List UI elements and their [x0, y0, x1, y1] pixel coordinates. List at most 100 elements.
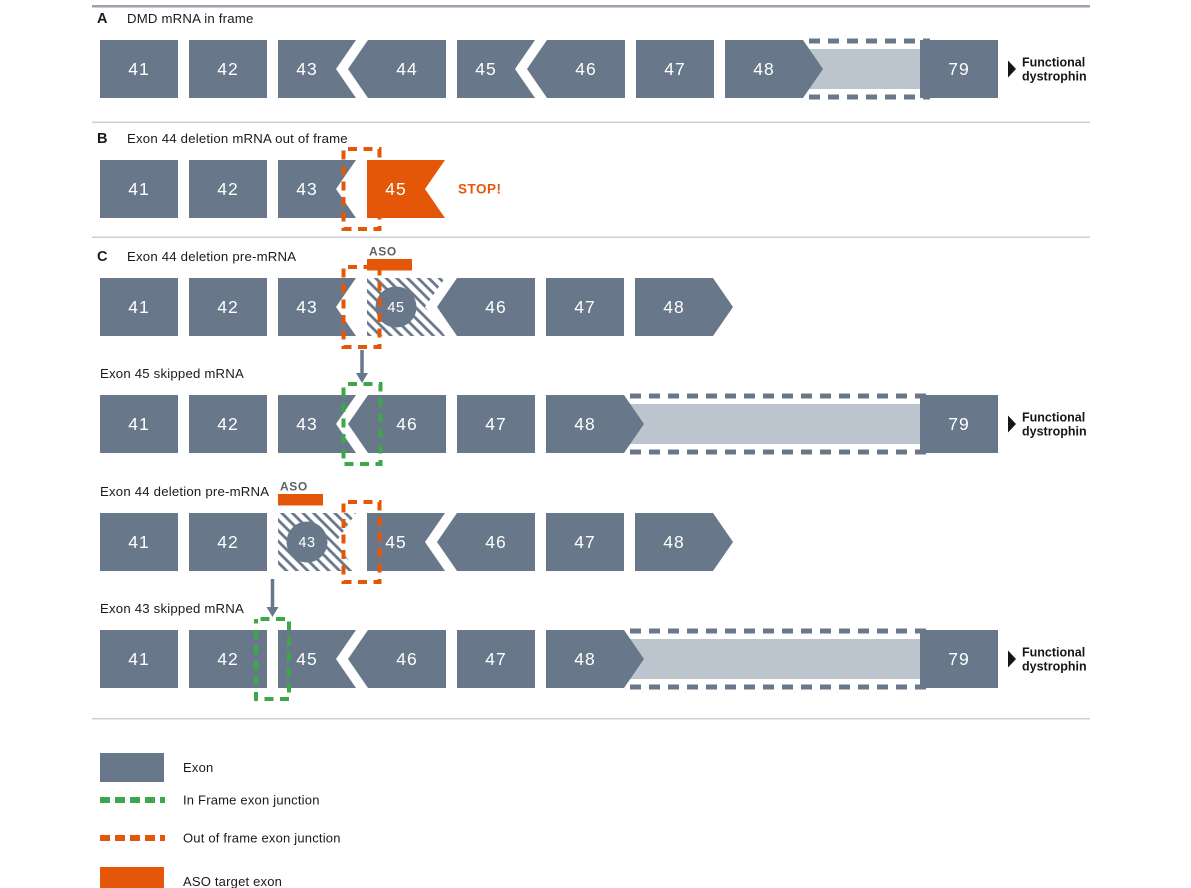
functional-line1: Functional: [1022, 411, 1085, 425]
exon-47-shape: [546, 513, 624, 571]
stop-label: STOP!: [458, 182, 502, 197]
exon-42-number: 42: [217, 179, 238, 199]
skip-arrow-1: [356, 350, 368, 383]
exon-45-number: 45: [387, 300, 404, 316]
exon-42-shape: [189, 278, 267, 336]
separator-rule-0: [92, 5, 1090, 8]
exon-48-shape: [725, 40, 823, 98]
panel-title: Exon 44 deletion pre-mRNA: [127, 249, 296, 264]
exon-45-shape: [367, 513, 445, 571]
in-frame-junction-box: [341, 382, 383, 466]
exon-48-number: 48: [753, 59, 774, 79]
exon-48-number: 48: [574, 649, 595, 669]
exon-46-shape: [437, 278, 535, 336]
legend-label: In Frame exon junction: [183, 793, 320, 808]
legend-label: ASO target exon: [183, 874, 282, 888]
exon-46-number: 46: [485, 532, 506, 552]
exon-43-number: 43: [296, 297, 317, 317]
exon-43-number: 43: [298, 535, 315, 551]
exon-79-shape: [920, 395, 998, 453]
separator-rule-2: [92, 236, 1090, 238]
exon-41-number: 41: [128, 297, 149, 317]
exon-43-number: 43: [296, 59, 317, 79]
exon-45-number: 45: [296, 649, 317, 669]
exon-45-shape: [367, 160, 445, 218]
exon-42-number: 42: [217, 414, 238, 434]
exon-41-shape: [100, 395, 178, 453]
exon-45-number: 45: [385, 179, 406, 199]
exon-47-number: 47: [485, 649, 506, 669]
panel-letter: C: [97, 249, 108, 265]
exon-79-number: 79: [948, 414, 969, 434]
exon-42-number: 42: [217, 59, 238, 79]
exon-47-shape: [636, 40, 714, 98]
separator-rule-1: [92, 121, 1090, 123]
exon-46-number: 46: [485, 297, 506, 317]
exon-48-shape: [635, 513, 733, 571]
legend-label: Exon: [183, 760, 213, 775]
panel-title: Exon 44 deletion mRNA out of frame: [127, 131, 348, 146]
exon-41-number: 41: [128, 649, 149, 669]
exon-47-shape: [457, 630, 535, 688]
in-frame-junction-box: [254, 617, 291, 701]
exon-48-shape: [546, 395, 644, 453]
exon-48-number: 48: [574, 414, 595, 434]
exon-41-shape: [100, 630, 178, 688]
row-label: Exon 43 skipped mRNA: [100, 601, 244, 616]
functional-dystrophin-marker-icon: [1008, 650, 1016, 668]
exon-46-shape: [348, 630, 446, 688]
exon-47-number: 47: [664, 59, 685, 79]
exon-43-circle: [286, 521, 328, 563]
aso-target-bar: [278, 494, 323, 506]
exon-43-number: 43: [296, 414, 317, 434]
exon-45-shape: [278, 630, 356, 688]
exon-41-shape: [100, 278, 178, 336]
exon-42-shape: [189, 160, 267, 218]
exon-row-1: B Exon 44 deletion mRNA out of frame 41 42 4…: [97, 131, 502, 231]
exon-79-number: 79: [948, 59, 969, 79]
exon-46-number: 46: [396, 649, 417, 669]
intron-band: [624, 639, 922, 679]
exon-41-shape: [100, 513, 178, 571]
panel-title: DMD mRNA in frame: [127, 11, 254, 26]
exon-79-shape: [920, 40, 998, 98]
exon-47-shape: [457, 395, 535, 453]
exon-45-number: 45: [475, 59, 496, 79]
functional-line2: dystrophin: [1022, 660, 1087, 674]
exon-45-circle: [375, 286, 417, 328]
functional-line1: Functional: [1022, 56, 1085, 70]
exon-46-shape: [348, 395, 446, 453]
functional-line2: dystrophin: [1022, 425, 1087, 439]
aso-label: ASO: [280, 480, 308, 494]
exon-42-shape: [189, 630, 267, 688]
exon-42-shape: [189, 513, 267, 571]
legend-swatch-aso-target: [100, 867, 164, 888]
exon-41-number: 41: [128, 414, 149, 434]
functional-line2: dystrophin: [1022, 70, 1087, 84]
exon-48-number: 48: [663, 297, 684, 317]
exon-41-number: 41: [128, 179, 149, 199]
exon-43-shape: [278, 395, 356, 453]
exon-47-number: 47: [574, 297, 595, 317]
row-label: Exon 45 skipped mRNA: [100, 366, 244, 381]
exon-46-shape: [527, 40, 625, 98]
panel-letter: B: [97, 131, 107, 147]
exon-41-shape: [100, 40, 178, 98]
exon-46-number: 46: [575, 59, 596, 79]
skip-arrow-head-icon: [356, 373, 368, 383]
intron-band: [624, 404, 922, 444]
aso-label: ASO: [369, 245, 397, 259]
exon-46-number: 46: [396, 414, 417, 434]
exon-46-shape: [437, 513, 535, 571]
exon-43-number: 43: [296, 179, 317, 199]
functional-line1: Functional: [1022, 646, 1085, 660]
out-of-frame-junction-box: [341, 147, 382, 231]
